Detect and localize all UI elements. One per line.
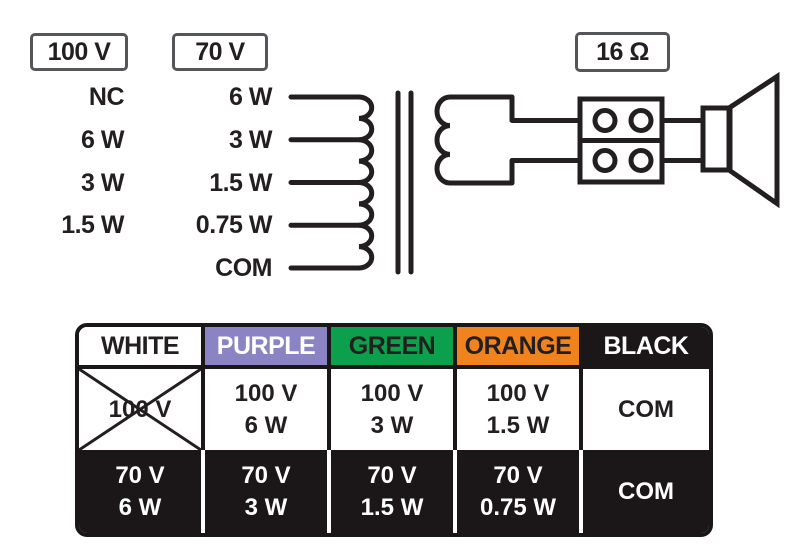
tap-label-70v-com: COM xyxy=(215,254,272,282)
cell-text: 100 V xyxy=(234,380,298,407)
cell-100v-white-crossed: 100 V xyxy=(79,369,205,450)
col-header-purple: PURPLE xyxy=(205,327,331,369)
tap-label-70v-1p5w: 1.5 W xyxy=(209,168,272,197)
cell-70v-white: 70 V 6 W xyxy=(79,450,205,533)
terminal-hole xyxy=(628,148,654,173)
tap-label-70v-3w: 3 W xyxy=(229,125,272,154)
speaker-horn xyxy=(726,71,780,209)
col-header-white: WHITE xyxy=(79,327,205,369)
col-header-label: BLACK xyxy=(603,331,690,360)
cell-text: COM xyxy=(618,396,674,423)
tap-label-100v-6w: 6 W xyxy=(81,125,124,154)
speaker-wires xyxy=(660,118,705,163)
cell-text: COM xyxy=(618,478,674,505)
cell-text: 6 W xyxy=(244,412,288,439)
transformer-schematic xyxy=(288,71,780,275)
col-header-black: BLACK xyxy=(583,327,709,369)
cell-text: 1.5 W xyxy=(486,412,550,439)
primary-coil xyxy=(356,94,375,271)
cell-text: 70 V xyxy=(241,462,291,489)
col-header-label: WHITE xyxy=(100,331,180,360)
cell-text: 100 V xyxy=(108,396,172,423)
cell-100v-green: 100 V 3 W xyxy=(331,369,457,450)
cell-100v-orange: 100 V 1.5 W xyxy=(457,369,583,450)
cell-text: 6 W xyxy=(118,494,162,521)
cell-70v-purple: 70 V 3 W xyxy=(205,450,331,533)
cell-text: 100 V xyxy=(360,380,424,407)
cell-100v-purple: 100 V 6 W xyxy=(205,369,331,450)
wiring-color-table: WHITE PURPLE GREEN ORANGE BLACK 100 V 10… xyxy=(75,323,713,537)
tap-label-100v-1p5w: 1.5 W xyxy=(61,211,124,239)
impedance-tag: 16 Ω xyxy=(575,32,670,72)
cell-text: 3 W xyxy=(244,494,288,521)
cell-text: 100 V xyxy=(486,380,550,407)
speaker-driver xyxy=(700,105,733,173)
col-header-green: GREEN xyxy=(331,327,457,369)
cell-70v-com: COM xyxy=(583,450,709,533)
tap-label-70v-0p75w: 0.75 W xyxy=(195,211,273,239)
secondary-wires xyxy=(450,94,582,186)
terminal-hole xyxy=(628,108,654,133)
terminal-hole xyxy=(592,148,618,173)
cell-100v-com: COM xyxy=(583,369,709,450)
col-header-orange: ORANGE xyxy=(457,327,583,369)
transformer-core xyxy=(395,90,414,275)
primary-tap-lines xyxy=(288,94,362,271)
cell-70v-orange: 70 V 0.75 W xyxy=(457,450,583,533)
voltage-tag-100v: 100 V xyxy=(30,33,128,71)
cell-text: 3 W xyxy=(370,412,414,439)
terminal-hole xyxy=(592,108,618,133)
tap-label-100v-3w: 3 W xyxy=(81,168,124,197)
voltage-tag-70v: 70 V xyxy=(172,33,268,71)
terminal-block-bottom xyxy=(577,138,665,185)
col-header-label: PURPLE xyxy=(216,331,316,360)
cell-70v-green: 70 V 1.5 W xyxy=(331,450,457,533)
tap-label-100v-nc: NC xyxy=(88,83,125,111)
cell-text: 0.75 W xyxy=(479,494,557,521)
col-header-label: ORANGE xyxy=(464,331,572,360)
secondary-coil xyxy=(434,94,453,186)
cell-text: 70 V xyxy=(115,462,165,489)
cell-text: 70 V xyxy=(367,462,417,489)
cross-x-icon xyxy=(79,369,201,450)
tap-label-70v-6w: 6 W xyxy=(229,83,272,111)
col-header-label: GREEN xyxy=(348,331,436,360)
cell-text: 70 V xyxy=(493,462,543,489)
cell-text: 1.5 W xyxy=(360,494,424,521)
